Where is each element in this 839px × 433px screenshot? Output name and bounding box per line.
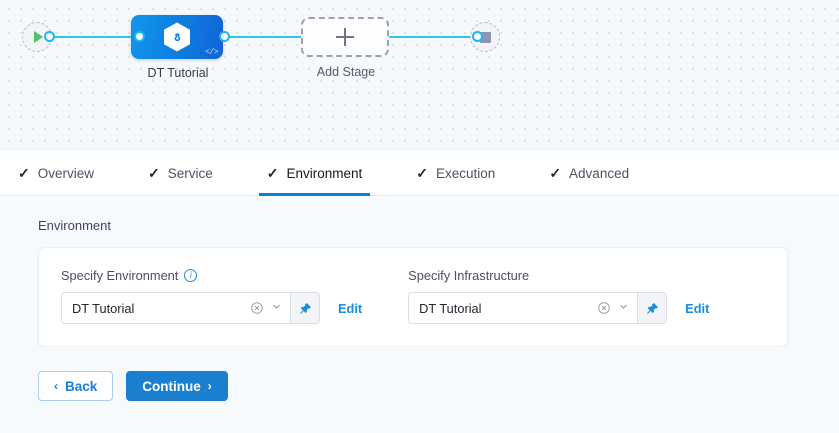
section-title: Environment [38,218,111,233]
infrastructure-select-value: DT Tutorial [419,300,482,316]
tab-environment-label: Environment [286,165,363,181]
infrastructure-pin-button[interactable] [637,293,667,323]
connector-stage-to-addstage [224,36,304,38]
chevron-down-icon[interactable] [617,301,629,315]
clear-icon[interactable] [250,301,264,315]
add-stage-label: Add Stage [316,65,376,79]
play-icon [34,31,43,43]
tab-advanced-label: Advanced [569,165,630,181]
connector-start-to-stage [40,36,140,38]
tab-overview[interactable]: ✓ Overview [18,151,112,195]
tab-overview-label: Overview [37,165,94,181]
continue-button[interactable]: Continue › [126,371,228,401]
environment-card: Specify Environment i DT Tutorial [38,247,788,347]
environment-select-value: DT Tutorial [72,300,135,316]
tab-execution-label: Execution [436,165,496,181]
start-node-port[interactable] [44,31,55,42]
chevron-right-icon: › [207,379,212,393]
connector-addstage-to-end [388,36,480,38]
chevron-left-icon: ‹ [54,379,58,393]
environment-select-control[interactable]: DT Tutorial [62,293,290,323]
check-icon: ✓ [416,165,429,181]
specify-infrastructure-label-row: Specify Infrastructure [408,268,709,283]
specify-environment-label: Specify Environment [61,268,179,283]
stage-node-output-port[interactable] [219,31,230,42]
check-icon: ✓ [266,165,279,181]
check-icon: ✓ [18,165,30,181]
info-icon[interactable]: i [184,269,198,282]
specify-environment-row: DT Tutorial [61,292,362,324]
infrastructure-edit-link[interactable]: Edit [685,300,710,316]
specify-infrastructure-group: Specify Infrastructure DT Tutorial [408,268,709,324]
pipeline-canvas[interactable]: </> DT Tutorial Add Stage [0,0,839,151]
specify-infrastructure-label: Specify Infrastructure [408,268,530,283]
infrastructure-select[interactable]: DT Tutorial [408,292,668,324]
environment-panel: Environment Specify Environment i DT Tut… [0,196,839,433]
code-icon: </> [205,48,218,57]
stage-tabs: ✓ Overview ✓ Service ✓ Environment ✓ Exe… [0,151,839,196]
hexagon-link-icon [164,22,190,52]
specify-infrastructure-row: DT Tutorial [408,292,709,324]
continue-button-label: Continue [142,378,201,394]
plus-icon [336,28,354,46]
tab-execution[interactable]: ✓ Execution [416,151,513,195]
add-stage-button[interactable] [301,17,389,57]
back-button[interactable]: ‹ Back [38,371,114,401]
tab-service-label: Service [167,165,213,181]
infrastructure-select-control[interactable]: DT Tutorial [409,293,638,323]
stage-node-input-port[interactable] [134,31,145,42]
specify-environment-group: Specify Environment i DT Tutorial [61,268,362,324]
clear-icon[interactable] [597,301,611,315]
environment-pin-button[interactable] [290,293,319,323]
form-actions: ‹ Back Continue › [38,347,801,401]
chevron-down-icon[interactable] [270,301,282,315]
stage-node-dt-tutorial[interactable]: </> [131,15,223,59]
environment-select[interactable]: DT Tutorial [61,292,320,324]
environment-edit-link[interactable]: Edit [338,300,363,316]
tab-service[interactable]: ✓ Service [148,151,231,195]
check-icon: ✓ [549,165,562,181]
stop-icon [479,31,491,43]
check-icon: ✓ [148,165,160,181]
end-node-port[interactable] [472,31,483,42]
back-button-label: Back [65,378,98,394]
tab-environment[interactable]: ✓ Environment [258,151,381,196]
specify-environment-label-row: Specify Environment i [61,268,362,283]
tab-advanced[interactable]: ✓ Advanced [549,151,647,195]
stage-node-label: DT Tutorial [147,66,209,80]
